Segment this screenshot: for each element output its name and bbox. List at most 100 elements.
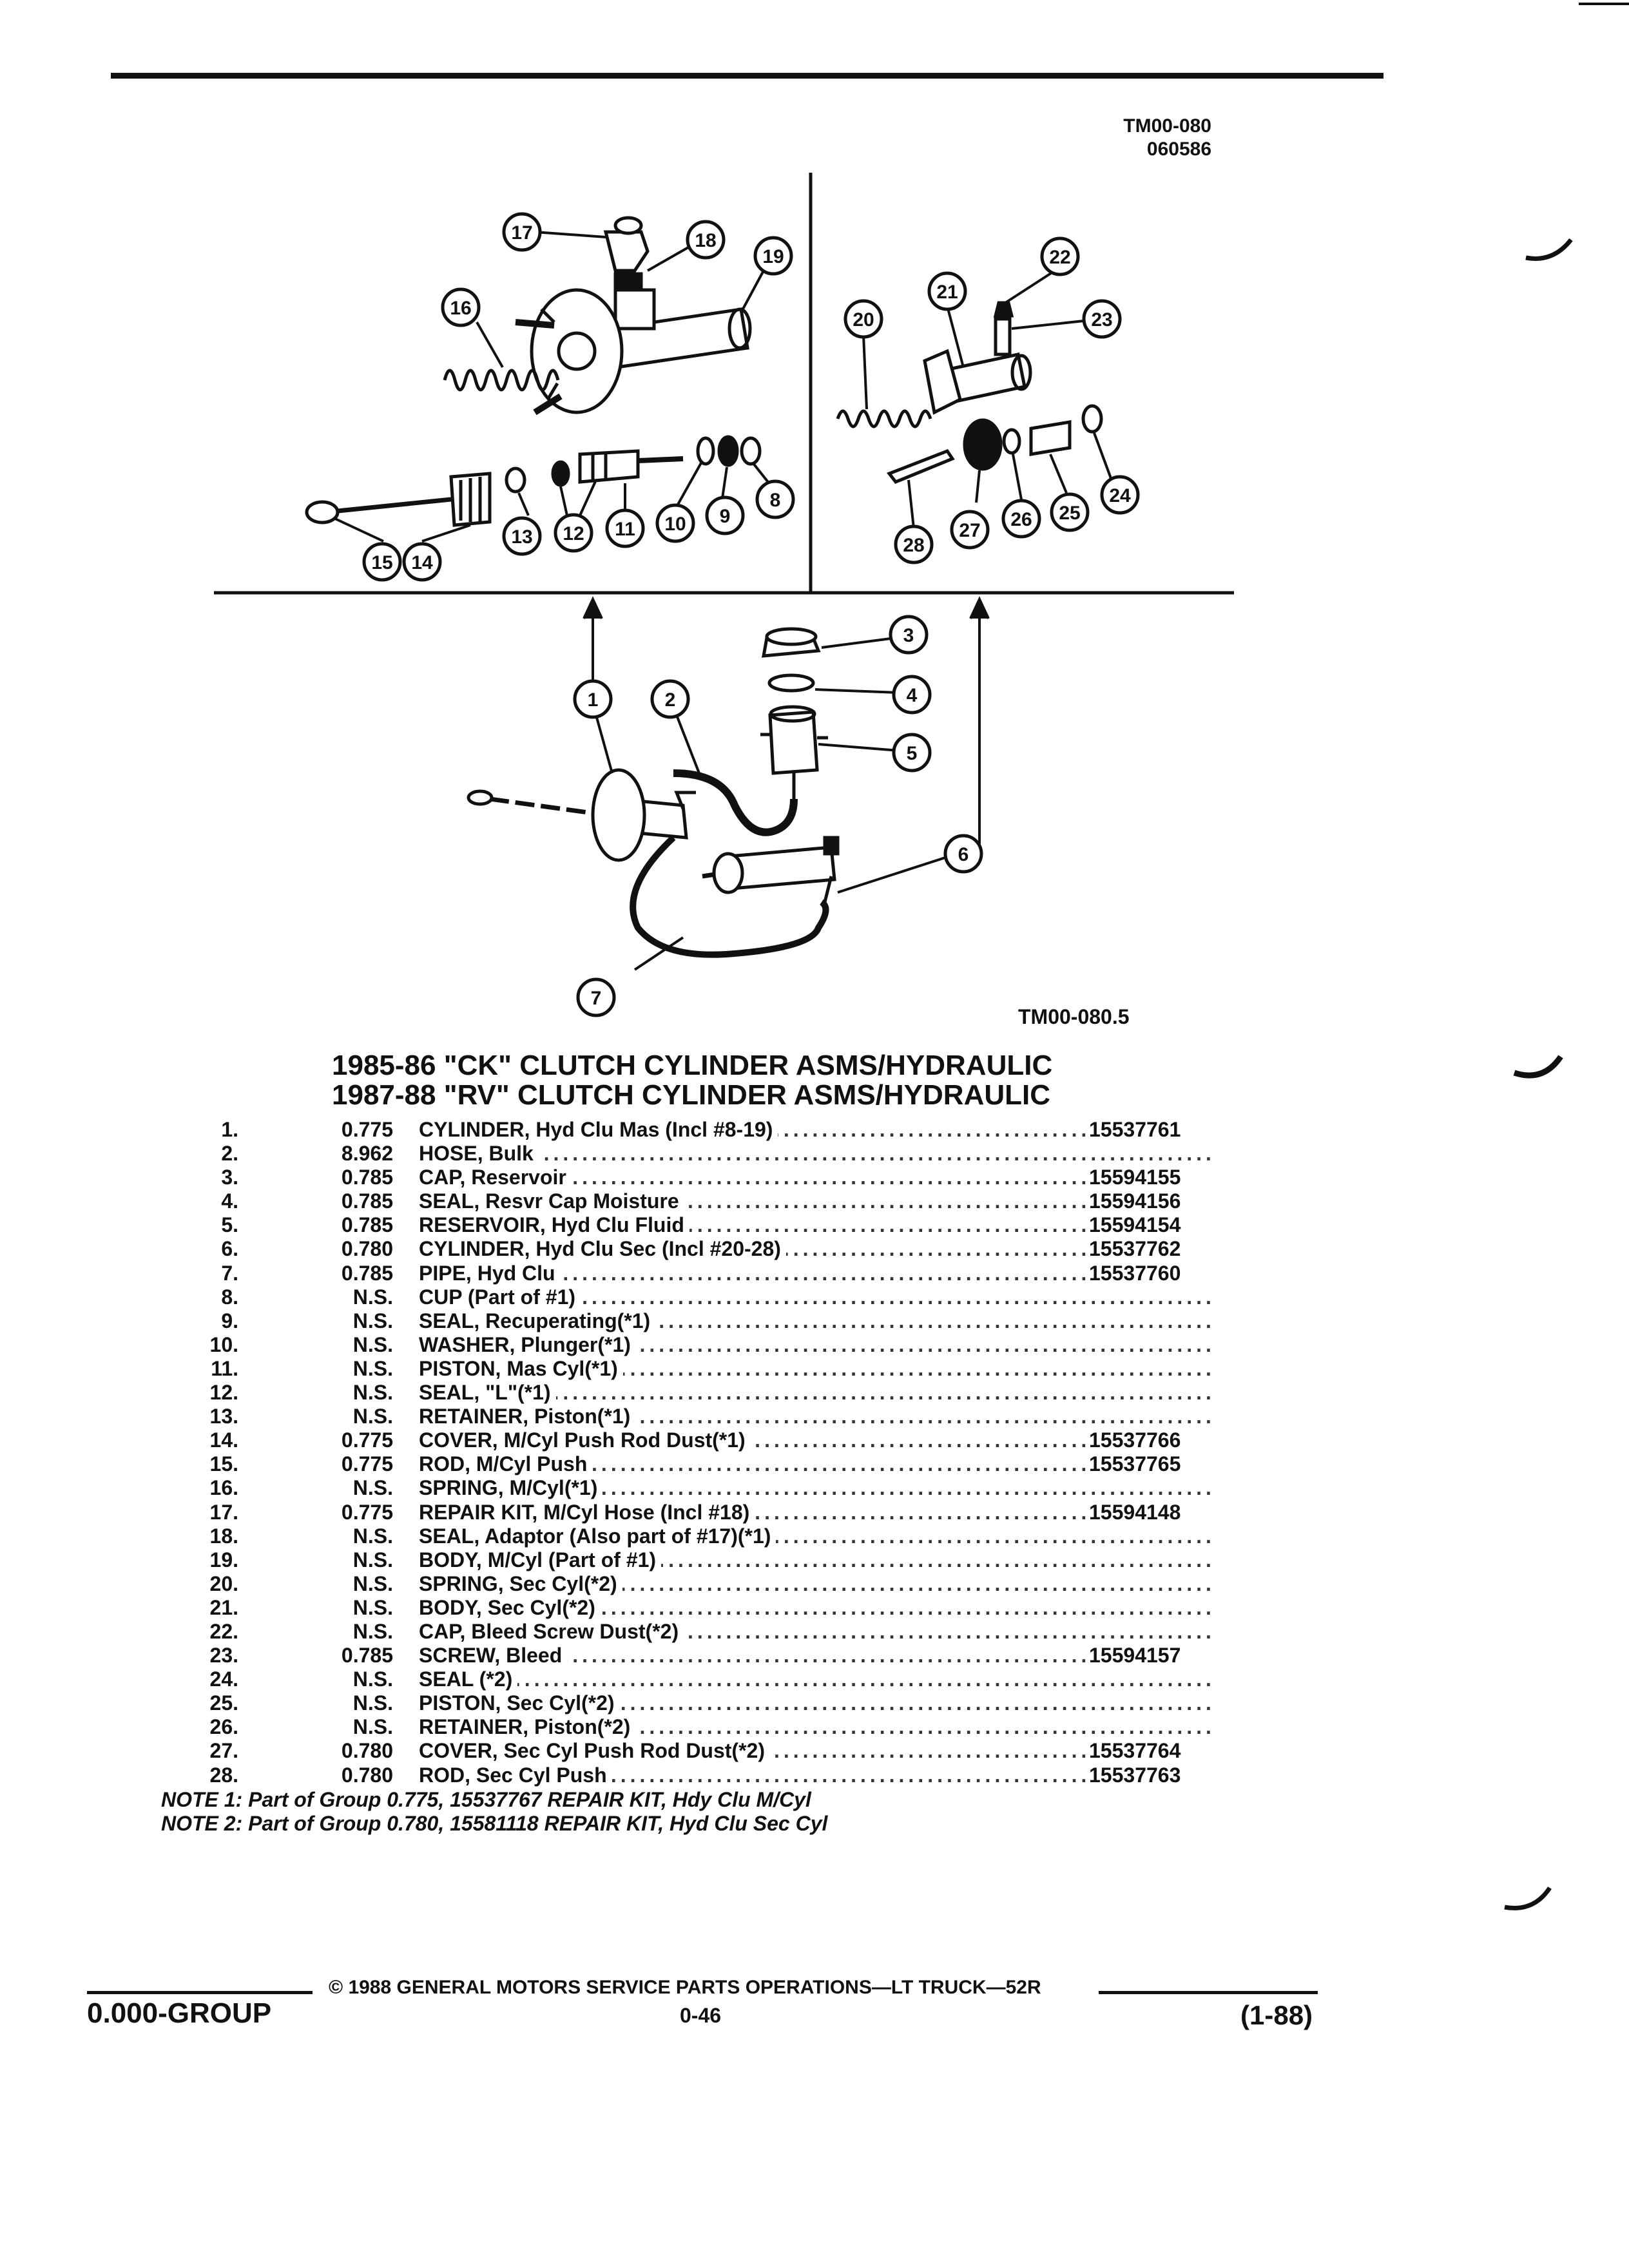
callout-27: 27 (950, 510, 990, 550)
part-row: 10.N.S..................................… (148, 1332, 1231, 1357)
callout-23: 23 (1082, 299, 1122, 339)
part-number: 7. (221, 1261, 238, 1285)
part-leader: ........................................… (419, 1691, 1211, 1715)
part-leader: ........................................… (419, 1763, 1211, 1787)
svg-text:16: 16 (450, 298, 471, 319)
part-row: 14.0.775................................… (148, 1428, 1231, 1453)
part-group: 0.785 (341, 1213, 393, 1237)
part-row: 19.N.S..................................… (148, 1548, 1231, 1572)
svg-text:18: 18 (695, 230, 716, 251)
callout-6: 6 (943, 834, 983, 874)
part-group: N.S. (352, 1476, 393, 1500)
svg-text:20: 20 (853, 309, 874, 331)
leader-dots: ........................................… (419, 1142, 1211, 1166)
part-leader: ........................................… (419, 1571, 1211, 1596)
part-leader: ........................................… (419, 1644, 1211, 1667)
part-row: 24.N.S..................................… (148, 1667, 1231, 1691)
part-group: N.S. (352, 1309, 393, 1332)
part-leader: ........................................… (419, 1213, 1211, 1237)
svg-text:3: 3 (903, 625, 914, 646)
part-group: 0.785 (341, 1644, 393, 1667)
part-description: PISTON, Sec Cyl(*2) (419, 1691, 620, 1715)
part-group: 0.785 (341, 1166, 393, 1189)
part-group: 0.775 (341, 1500, 393, 1524)
part-number: 22. (209, 1619, 238, 1643)
part-group: 0.785 (341, 1189, 393, 1213)
part-number: 14. (209, 1428, 238, 1452)
master-cylinder-parts (305, 216, 762, 527)
callout-20: 20 (843, 299, 883, 339)
part-number: 19. (209, 1548, 238, 1571)
drawing-code: TM00-080 060586 (1044, 115, 1211, 161)
part-leader: ........................................… (419, 1142, 1211, 1166)
figure-label: TM00-080.5 (1018, 1005, 1130, 1028)
part-description: CYLINDER, Hyd Clu Mas (Incl #8-19) (419, 1118, 778, 1141)
part-number: 9. (221, 1309, 238, 1332)
part-number: 18. (209, 1524, 238, 1548)
part-description: CAP, Bleed Screw Dust(*2) (419, 1619, 684, 1643)
part-number: 16. (209, 1476, 238, 1500)
callout-19: 19 (753, 236, 793, 276)
svg-text:15: 15 (371, 552, 392, 573)
part-catalog-number: 15594148 (1089, 1500, 1231, 1524)
part-row: 16.N.S..................................… (148, 1476, 1231, 1500)
svg-text:1: 1 (588, 689, 599, 711)
part-row: 1.0.775.................................… (148, 1118, 1231, 1142)
part-leader: ........................................… (419, 1595, 1211, 1620)
part-description: HOSE, Bulk (419, 1142, 539, 1166)
callout-markers: 17 18 19 16 15 14 13 12 11 10 9 8 20 21 … (362, 212, 1140, 1017)
callout-10: 10 (655, 503, 695, 543)
svg-text:22: 22 (1049, 247, 1070, 268)
part-description: CUP (Part of #1) (419, 1285, 581, 1309)
part-number: 4. (221, 1189, 238, 1213)
svg-text:23: 23 (1091, 309, 1112, 331)
part-description: CAP, Reservoir (419, 1166, 572, 1189)
svg-text:10: 10 (664, 514, 686, 535)
part-leader: ........................................… (419, 1356, 1211, 1381)
part-group: N.S. (352, 1285, 393, 1309)
part-number: 8. (221, 1285, 238, 1309)
part-row: 8.N.S...................................… (148, 1285, 1231, 1309)
svg-text:26: 26 (1010, 509, 1032, 530)
part-number: 23. (209, 1644, 238, 1667)
part-leader: ........................................… (419, 1667, 1211, 1691)
part-number: 25. (209, 1691, 238, 1715)
part-description: SEAL (*2) (419, 1667, 518, 1691)
part-description: BODY, M/Cyl (Part of #1) (419, 1548, 662, 1571)
part-number: 24. (209, 1667, 238, 1691)
part-row: 13.N.S..................................… (148, 1405, 1231, 1428)
svg-text:11: 11 (615, 519, 635, 540)
part-description: COVER, Sec Cyl Push Rod Dust(*2) (419, 1739, 770, 1763)
part-description: REPAIR KIT, M/Cyl Hose (Incl #18) (419, 1500, 755, 1524)
part-description: SCREW, Bleed (419, 1644, 568, 1667)
part-number: 10. (209, 1332, 238, 1356)
part-number: 5. (221, 1213, 238, 1237)
part-row: 27.0.780................................… (148, 1739, 1231, 1763)
part-row: 5. 0.785.................................… (148, 1213, 1231, 1238)
part-catalog-number: 15594157 (1089, 1644, 1231, 1668)
callout-28: 28 (894, 524, 934, 564)
part-number: 11. (211, 1356, 238, 1380)
footer-rule-right (1099, 1991, 1318, 1994)
svg-text:9: 9 (720, 506, 731, 527)
callout-22: 22 (1040, 236, 1080, 276)
svg-text:6: 6 (958, 844, 969, 865)
svg-text:17: 17 (511, 222, 532, 244)
part-description: PIPE, Hyd Clu (419, 1261, 561, 1285)
top-rule (111, 73, 1383, 79)
part-leader: ........................................… (419, 1381, 1211, 1405)
part-row: 11.N.S..................................… (148, 1356, 1231, 1381)
part-group: 0.785 (341, 1261, 393, 1285)
note-1: NOTE 1: Part of Group 0.775, 15537767 RE… (161, 1788, 811, 1811)
part-group: N.S. (352, 1715, 393, 1739)
callout-21: 21 (927, 271, 967, 311)
svg-text:8: 8 (770, 490, 781, 511)
part-row: 22.N.S..................................… (148, 1619, 1231, 1644)
part-catalog-number: 15537761 (1089, 1118, 1231, 1142)
svg-text:27: 27 (959, 520, 980, 541)
part-row: 12.N.S..................................… (148, 1381, 1231, 1405)
leader-dots: ........................................… (419, 1667, 1211, 1691)
assembled-view (467, 627, 840, 958)
part-row: 20.N.S..................................… (148, 1571, 1231, 1596)
footer-group: 0.000-GROUP (87, 1997, 272, 2029)
